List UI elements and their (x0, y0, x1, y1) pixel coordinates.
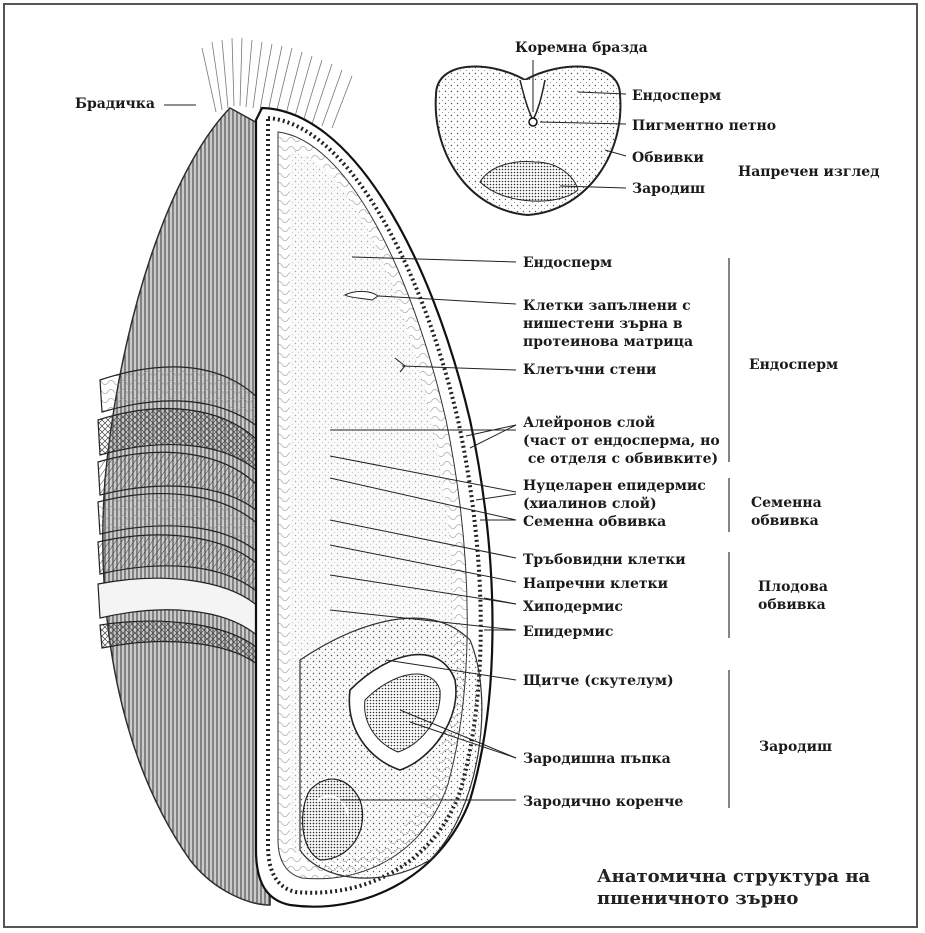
label-coverings: Обвивки (632, 149, 704, 167)
figure-title: Анатомична структура на пшеничното зърно (597, 866, 870, 910)
label-radicle: Зародично коренче (523, 793, 683, 811)
label-cross-endosperm: Ендосперм (632, 87, 721, 105)
group-germ: Зародиш (759, 738, 832, 756)
label-beard: Брадичка (75, 95, 155, 113)
label-nucellar: Нуцеларен епидермис(хиалинов слой) (523, 477, 706, 513)
label-hypodermis: Хиподермис (523, 598, 623, 616)
label-tube-cells: Тръбовидни клетки (523, 551, 686, 569)
label-crease: Коремна бразда (515, 39, 648, 57)
cross-section-drawing (436, 66, 621, 215)
label-cross-view-heading: Напречен изглед (738, 163, 880, 181)
label-epidermis: Епидермис (523, 623, 613, 641)
label-pigment-spot: Пигментно петно (632, 117, 776, 135)
label-seed-coat: Семенна обвивка (523, 513, 666, 531)
group-endosperm: Ендосперм (749, 356, 838, 374)
label-aleurone: Алейронов слой(част от ендосперма, но се… (523, 414, 720, 468)
embryo-drawing (300, 618, 482, 878)
label-endosperm: Ендосперм (523, 254, 612, 272)
label-cross-germ: Зародиш (632, 180, 705, 198)
label-plumule: Зародишна пъпка (523, 750, 671, 768)
label-cross-cells: Напречни клетки (523, 575, 668, 593)
label-scutellum: Щитче (скутелум) (523, 672, 674, 690)
label-cell-walls: Клетъчни стени (523, 361, 656, 379)
